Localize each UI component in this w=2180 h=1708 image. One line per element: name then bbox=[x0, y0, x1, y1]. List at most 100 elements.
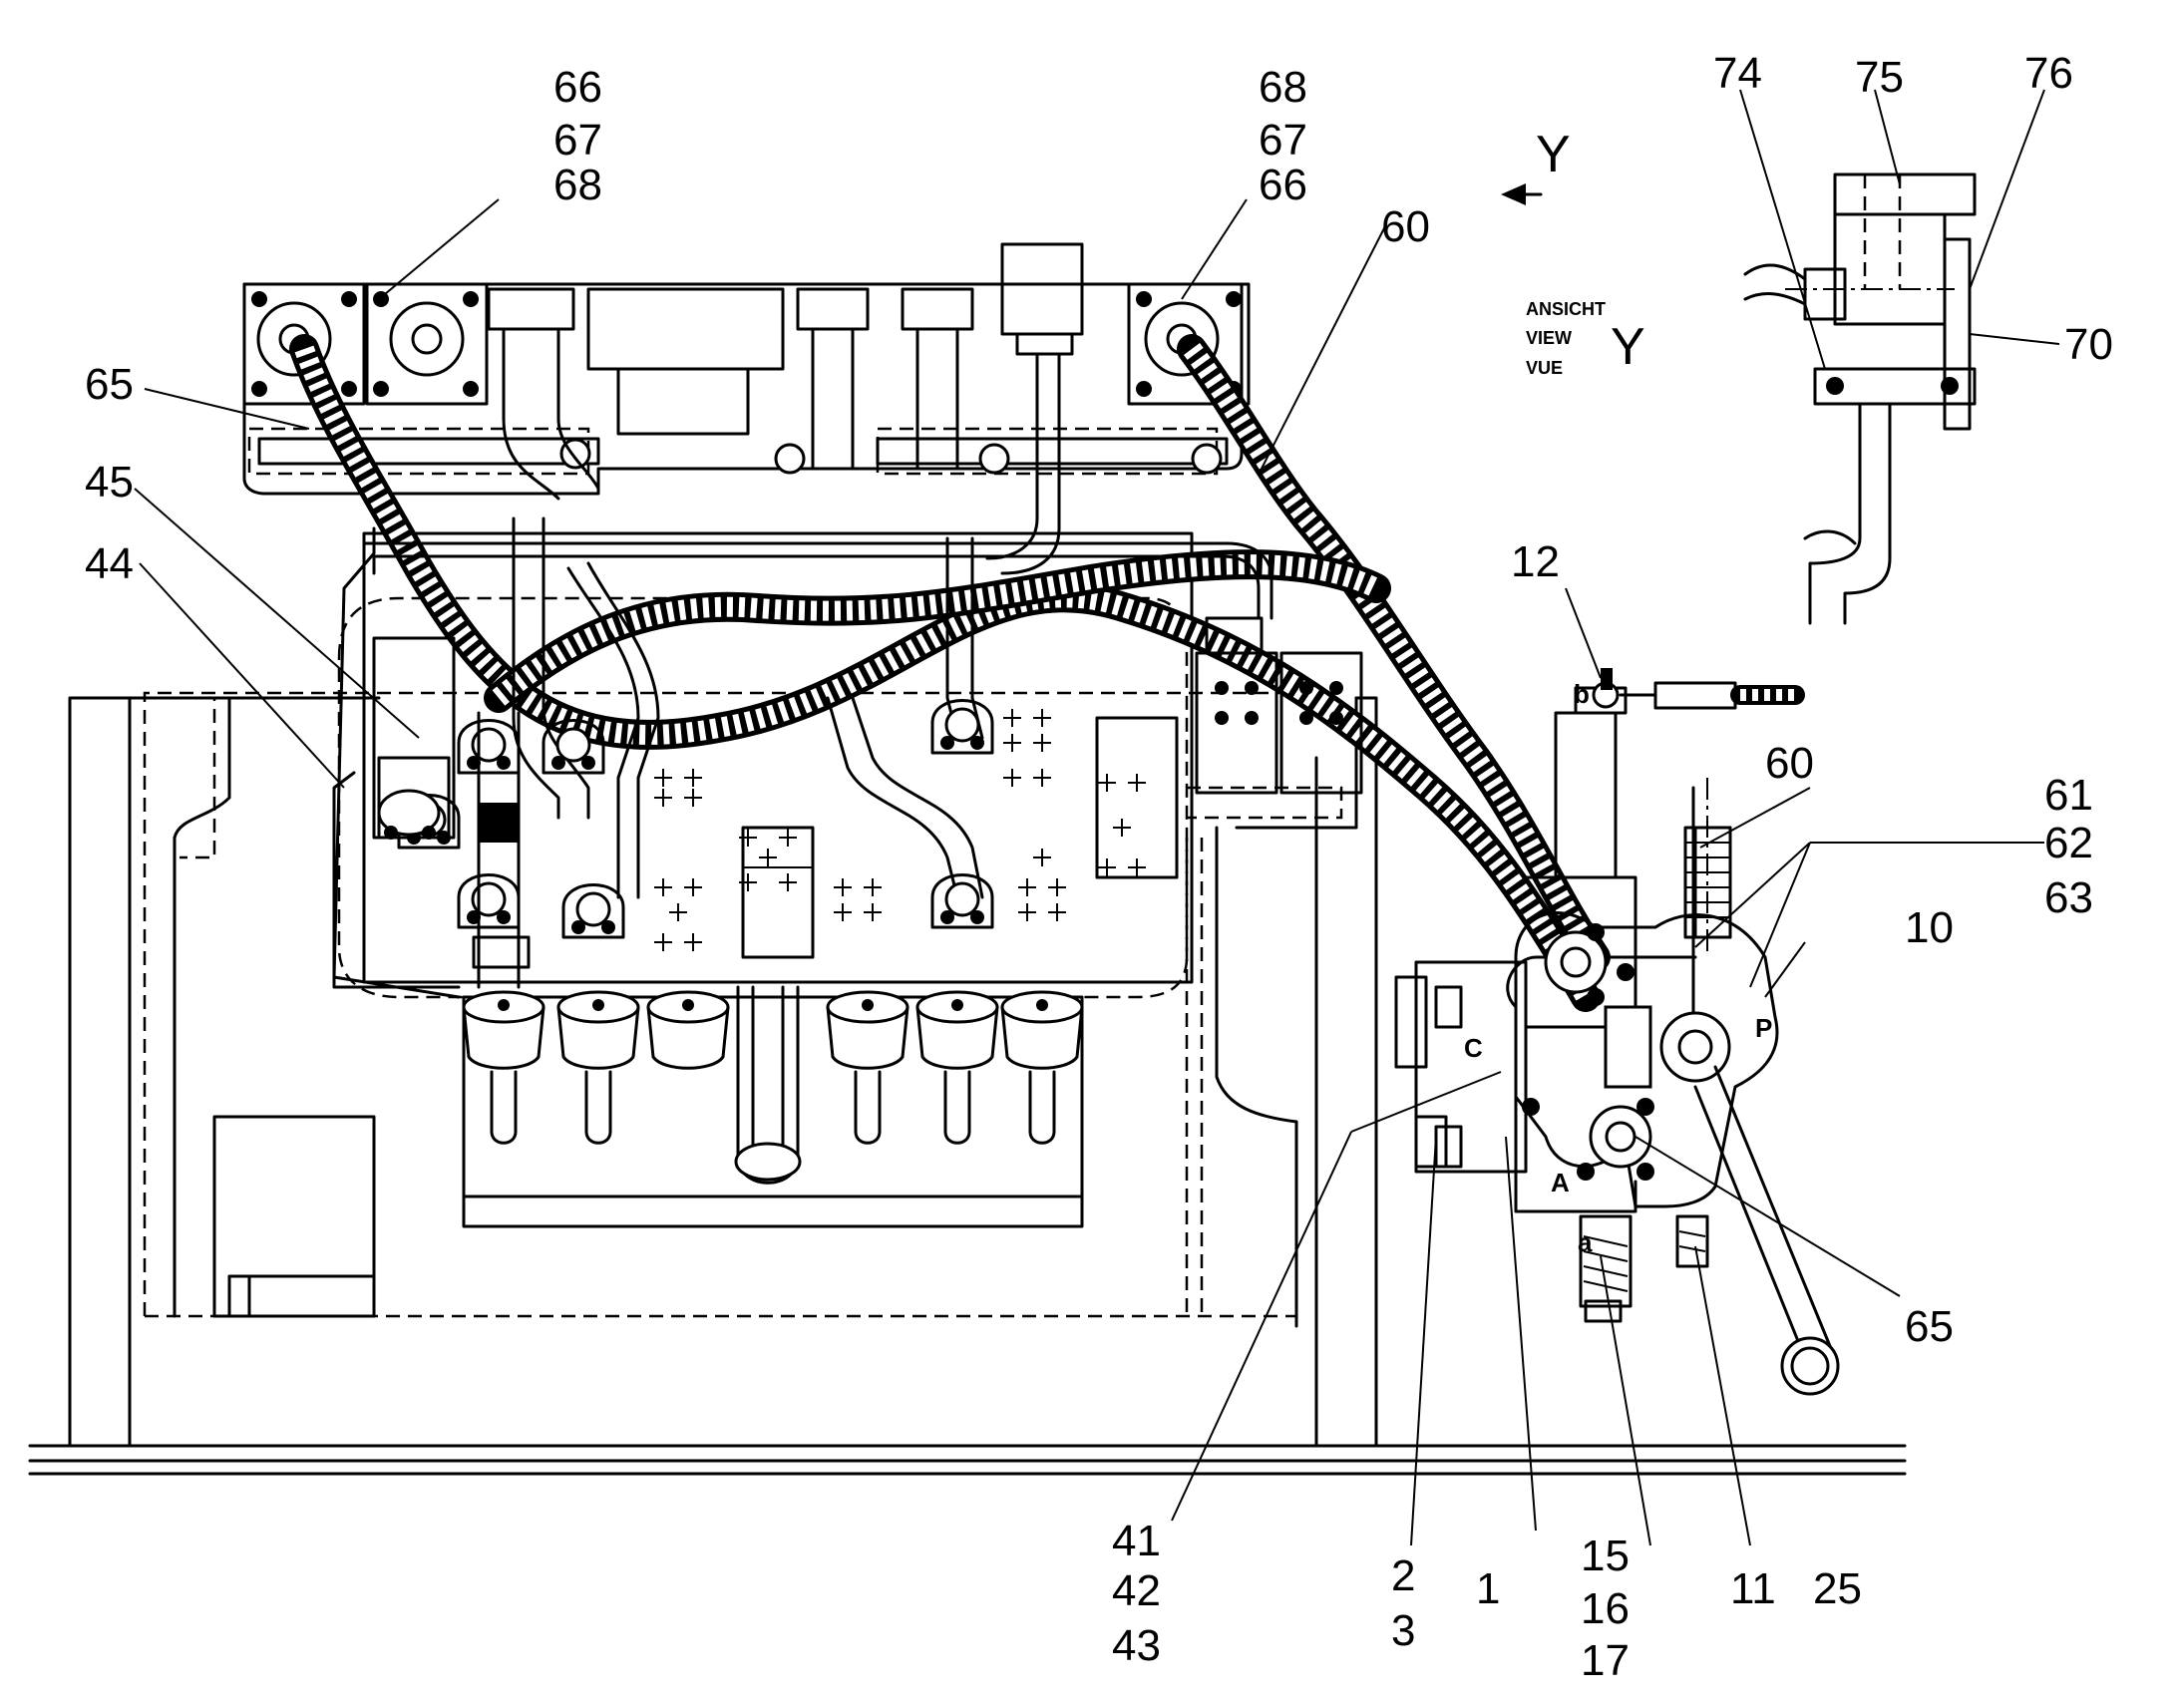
plus-mark bbox=[654, 769, 672, 787]
valve-knob bbox=[462, 990, 545, 1145]
arrow-label-y: Y bbox=[1536, 126, 1571, 183]
plus-mark bbox=[654, 878, 672, 896]
manifold-fitting bbox=[930, 873, 994, 929]
plus-mark bbox=[654, 789, 672, 807]
label-2: 2 bbox=[1391, 1551, 1415, 1600]
label-67-left: 67 bbox=[553, 116, 602, 165]
manifold-fitting bbox=[457, 719, 521, 775]
plus-mark bbox=[1003, 734, 1021, 752]
plus-mark bbox=[834, 903, 852, 921]
plus-mark bbox=[1098, 774, 1116, 792]
plus-mark bbox=[1048, 903, 1066, 921]
label-16: 16 bbox=[1581, 1584, 1630, 1633]
view-label-line1: ANSICHT bbox=[1526, 299, 1606, 319]
plus-mark bbox=[1048, 878, 1066, 896]
plus-mark bbox=[864, 878, 882, 896]
plus-mark bbox=[684, 878, 702, 896]
valve-knob bbox=[556, 990, 640, 1145]
label-12: 12 bbox=[1511, 537, 1560, 586]
plus-mark bbox=[1018, 903, 1036, 921]
plus-mark bbox=[669, 903, 687, 921]
manifold-block bbox=[332, 526, 1194, 1228]
label-60-top: 60 bbox=[1381, 202, 1430, 251]
right-distribution-block bbox=[1095, 616, 1363, 879]
plus-mark bbox=[684, 789, 702, 807]
label-17: 17 bbox=[1581, 1636, 1630, 1685]
valve-knob bbox=[915, 990, 999, 1145]
label-25: 25 bbox=[1813, 1564, 1862, 1613]
label-68-left: 68 bbox=[553, 161, 602, 209]
label-3: 3 bbox=[1391, 1606, 1415, 1655]
plus-mark bbox=[1033, 849, 1051, 866]
plus-mark bbox=[1128, 774, 1146, 792]
label-41: 41 bbox=[1112, 1517, 1161, 1565]
plus-mark bbox=[1033, 709, 1051, 727]
label-42: 42 bbox=[1112, 1566, 1161, 1615]
label-10: 10 bbox=[1905, 903, 1954, 952]
plus-mark bbox=[1033, 734, 1051, 752]
callout-labels: 66 67 68 68 67 66 60 65 45 44 74 75 76 7… bbox=[85, 49, 2113, 1685]
plus-mark bbox=[684, 933, 702, 951]
label-65-left: 65 bbox=[85, 360, 134, 409]
plus-mark bbox=[779, 829, 797, 847]
hoses bbox=[289, 334, 1611, 1012]
label-61: 61 bbox=[2044, 771, 2093, 820]
label-66-left: 66 bbox=[553, 63, 602, 112]
plus-mark bbox=[739, 873, 757, 891]
label-60-right: 60 bbox=[1765, 739, 1814, 788]
view-label-line3: VUE bbox=[1526, 358, 1563, 378]
view-label-line2: VIEW bbox=[1526, 328, 1572, 348]
label-62: 62 bbox=[2044, 819, 2093, 867]
label-15: 15 bbox=[1581, 1532, 1630, 1580]
label-44: 44 bbox=[85, 539, 134, 588]
label-1: 1 bbox=[1476, 1564, 1500, 1613]
plus-mark bbox=[864, 903, 882, 921]
port-label-a: a bbox=[1578, 1227, 1593, 1257]
valve-unit bbox=[1394, 668, 1840, 1396]
manifold-fitting bbox=[561, 883, 625, 939]
plus-mark bbox=[1128, 858, 1146, 876]
plus-mark bbox=[1113, 819, 1131, 837]
plus-mark bbox=[1003, 769, 1021, 787]
label-11: 11 bbox=[1730, 1564, 1776, 1613]
label-67-right: 67 bbox=[1259, 116, 1307, 165]
plus-mark bbox=[1003, 709, 1021, 727]
port-label-P: P bbox=[1755, 1013, 1772, 1043]
plus-mark bbox=[779, 873, 797, 891]
plus-mark bbox=[1098, 858, 1116, 876]
base-frame bbox=[28, 691, 1907, 1476]
label-70: 70 bbox=[2064, 320, 2113, 369]
center-shaft bbox=[734, 985, 802, 1185]
plus-mark bbox=[739, 829, 757, 847]
left-valve-assembly bbox=[372, 636, 531, 989]
plus-marks bbox=[654, 709, 1146, 951]
label-76: 76 bbox=[2024, 49, 2073, 98]
label-45: 45 bbox=[85, 458, 134, 507]
label-63: 63 bbox=[2044, 873, 2093, 922]
view-label-letter: Y bbox=[1611, 318, 1645, 376]
label-68-right: 68 bbox=[1259, 63, 1307, 112]
plus-mark bbox=[1018, 878, 1036, 896]
plus-mark bbox=[1033, 769, 1051, 787]
manifold-fitting bbox=[930, 699, 994, 755]
label-43: 43 bbox=[1112, 1621, 1161, 1670]
manifold-fitting bbox=[542, 719, 605, 775]
plus-mark bbox=[834, 878, 852, 896]
port-label-A: A bbox=[1551, 1168, 1570, 1197]
port-label-C: C bbox=[1464, 1033, 1483, 1063]
view-arrow bbox=[1501, 183, 1543, 205]
bottom-knobs bbox=[462, 990, 1084, 1145]
label-66-right: 66 bbox=[1259, 161, 1307, 209]
label-65-right: 65 bbox=[1905, 1302, 1954, 1351]
label-75: 75 bbox=[1855, 53, 1904, 102]
leader-lines bbox=[134, 89, 2060, 1546]
valve-knob bbox=[826, 990, 909, 1145]
plus-mark bbox=[684, 769, 702, 787]
port-label-b: b bbox=[1574, 679, 1590, 709]
plus-mark bbox=[759, 849, 777, 866]
valve-knob bbox=[1000, 990, 1084, 1145]
inset-view-y bbox=[1743, 172, 1977, 625]
valve-knob bbox=[646, 990, 730, 1070]
manifold-fitting bbox=[457, 873, 521, 929]
